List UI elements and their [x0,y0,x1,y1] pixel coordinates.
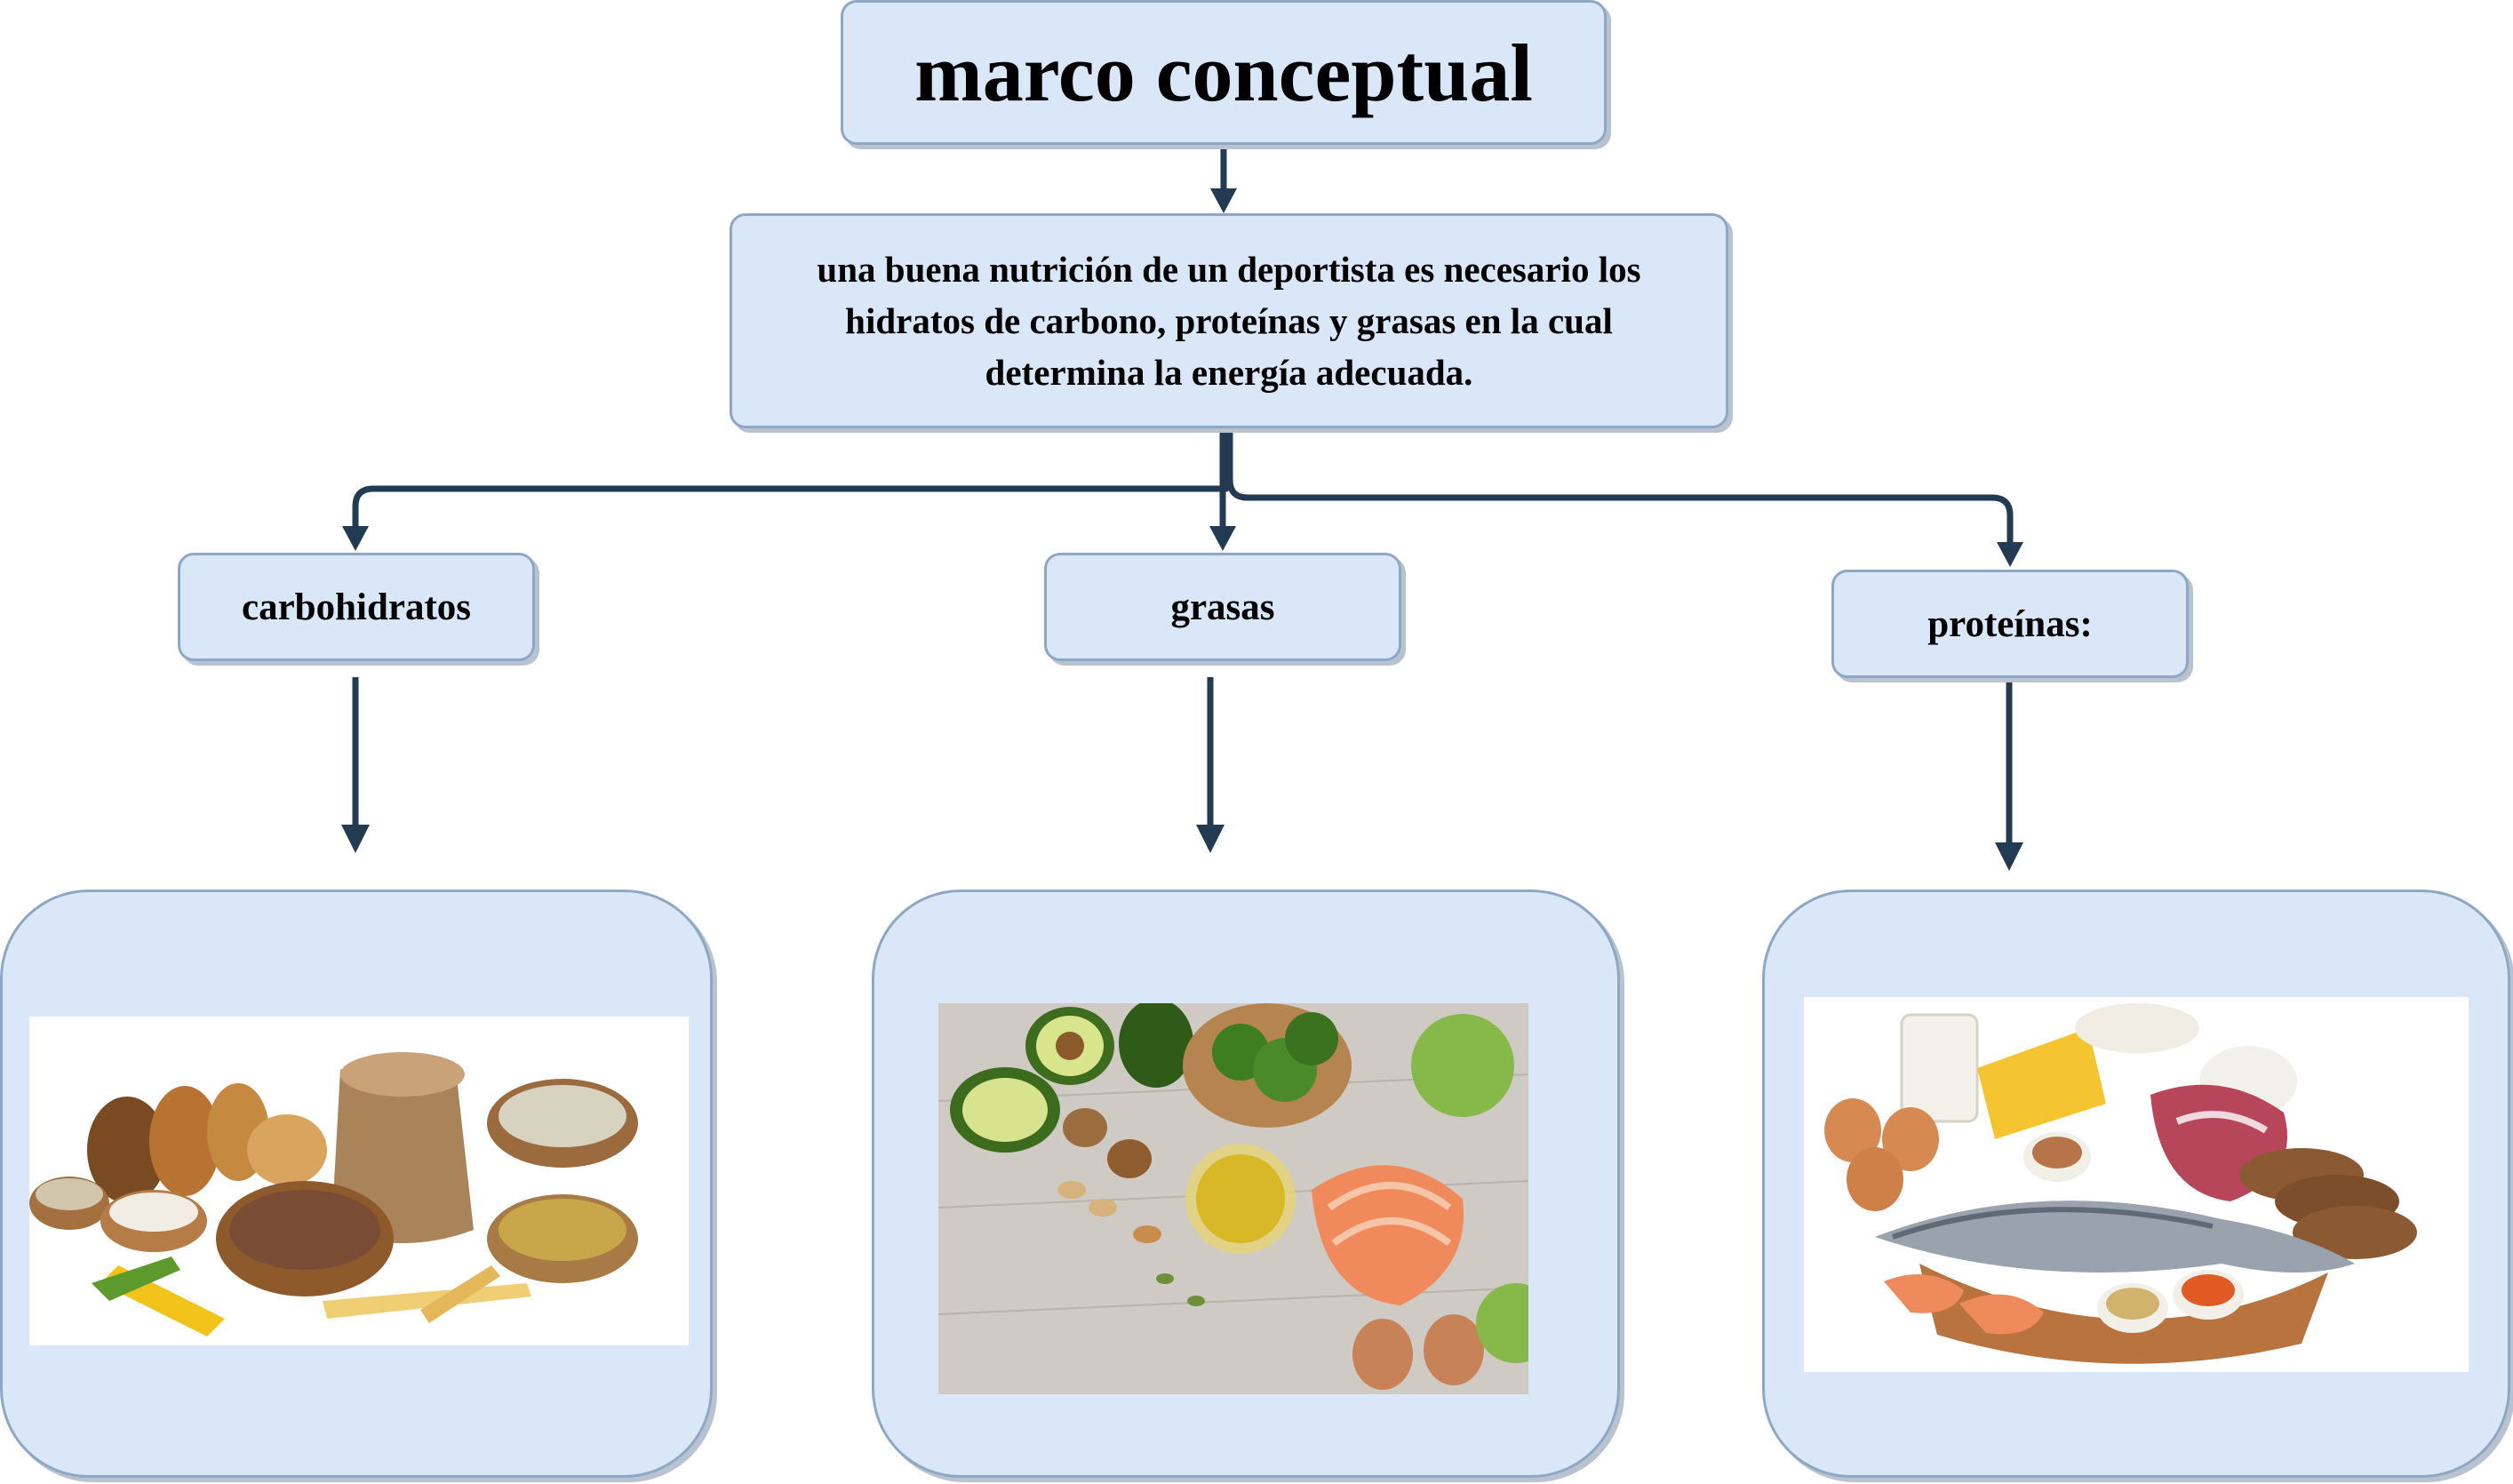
category-carbohydrates: carbohidratos [178,553,535,661]
connector-desc-to-carb [352,428,1230,533]
category-fats: grasas [1044,553,1401,661]
carbohydrates-photo [29,1017,689,1345]
proteins-image-panel [1762,890,2510,1478]
arrowhead-fat-panel [1196,825,1225,853]
category-label: proteínas: [1927,602,2093,645]
title-box: marco conceptual [841,0,1607,145]
arrowhead-prot-panel [1995,842,2023,871]
arrowhead-fat [1209,526,1236,551]
title-text: marco conceptual [914,27,1533,118]
category-label: grasas [1170,586,1275,628]
description-box: una buena nutrición de un deportista es … [730,213,1728,428]
description-text: una buena nutrición de un deportista es … [817,249,1641,393]
arrowhead-carb-panel [341,825,370,853]
category-proteins: proteínas: [1831,570,2189,678]
arrowhead-prot [1997,542,2023,567]
carbohydrates-image-panel [0,890,713,1478]
arrowhead-carb [342,526,369,551]
arrowhead-title [1210,188,1237,213]
fats-image-panel [872,890,1620,1478]
category-label: carbohidratos [242,586,471,628]
connector-desc-to-prot [1226,428,2014,549]
proteins-photo [1804,997,2469,1372]
fats-photo [938,1003,1528,1394]
